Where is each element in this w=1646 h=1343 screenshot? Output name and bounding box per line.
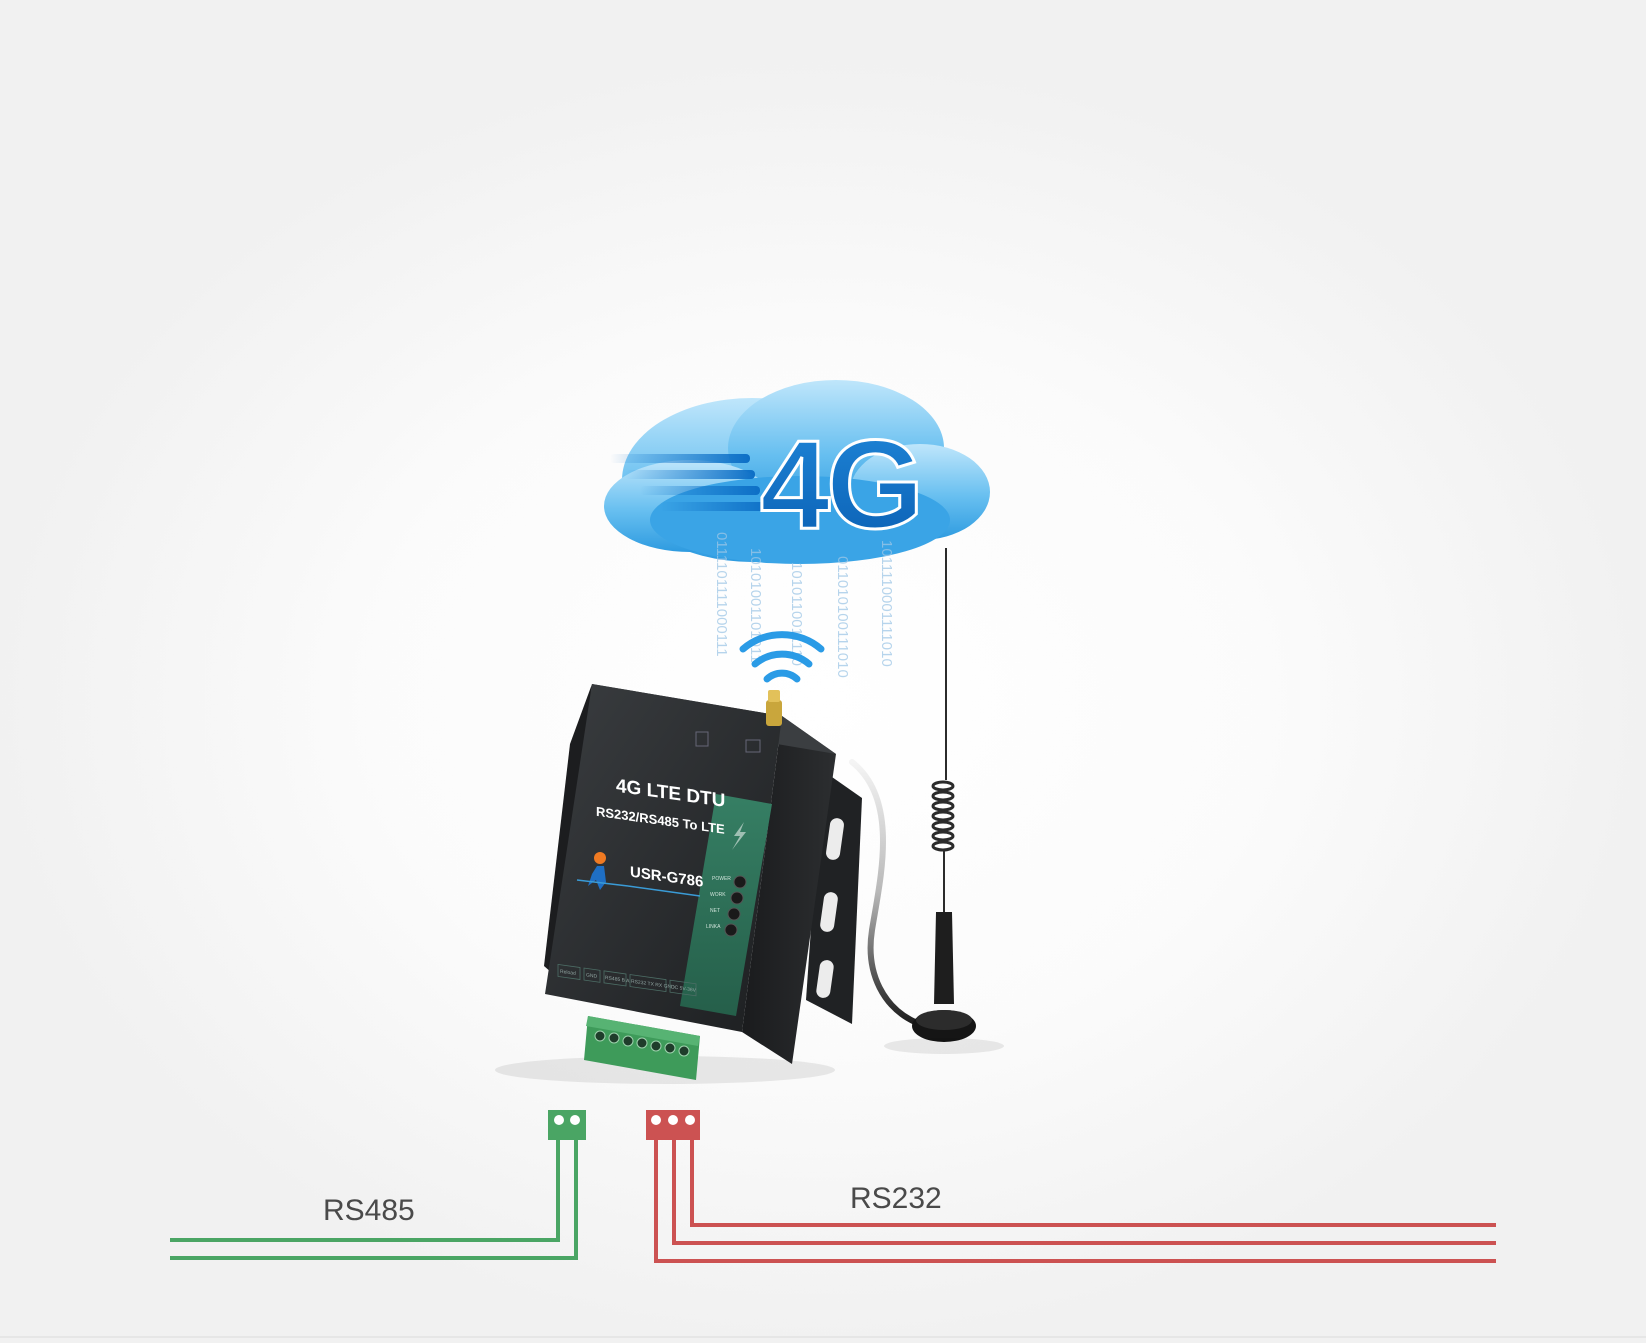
binary-stream-5: 1011110001111010: [878, 540, 895, 667]
sim-slot-icon: [695, 731, 709, 747]
port-label-rs485: RS485 B A: [605, 975, 630, 984]
terminal-block: [584, 1016, 700, 1080]
cloud-4g-icon: 4G: [604, 380, 990, 564]
binary-stream-3: 1010110011110: [788, 562, 805, 666]
speed-streaks: [610, 454, 770, 511]
binary-stream-2: 10101001101011: [747, 548, 764, 663]
led-power: [733, 875, 747, 889]
rs232-wires: [654, 1140, 1496, 1263]
indicator-leds: POWER WORK NET LINKA: [706, 875, 747, 937]
led-power-label: POWER: [712, 876, 731, 882]
binary-streams: 0111101111000111 10101001101011 10101100…: [713, 532, 895, 678]
port-label-dc: DC 5V-36V: [671, 984, 697, 994]
led-net: [727, 907, 741, 921]
cloud-4g-label: 4G: [760, 414, 920, 555]
whip-antenna-icon: [884, 548, 1004, 1054]
sma-connector-icon: [766, 690, 782, 726]
wireless-signal-icon: [739, 631, 825, 683]
rs232-connector-icon: [646, 1110, 700, 1140]
led-linka-label: LINKA: [706, 924, 721, 930]
rs485-label: RS485: [323, 1194, 415, 1227]
bottom-divider: [0, 1336, 1646, 1338]
port-label-reload: Reload: [560, 969, 576, 977]
lightning-icon: [732, 822, 746, 850]
brand-mascot-icon: [576, 852, 701, 897]
antenna-cable: [849, 759, 918, 1025]
device-status-panel: [680, 794, 772, 1016]
led-net-label: NET: [710, 908, 720, 914]
binary-stream-1: 0111101111000111: [713, 532, 730, 657]
antenna-port-icon: [745, 739, 761, 753]
led-work: [730, 891, 744, 905]
rs232-label: RS232: [850, 1182, 942, 1215]
led-work-label: WORK: [710, 892, 726, 898]
dtu-device: 4G LTE DTU RS232/RS485 To LTE USR-G786 P…: [495, 684, 862, 1084]
binary-stream-4: 011010100111010: [834, 556, 851, 678]
rs485-wires: [170, 1140, 578, 1260]
led-linka: [724, 923, 738, 937]
rs485-connector-icon: [548, 1110, 586, 1140]
port-label-gnd: GND: [586, 972, 597, 980]
